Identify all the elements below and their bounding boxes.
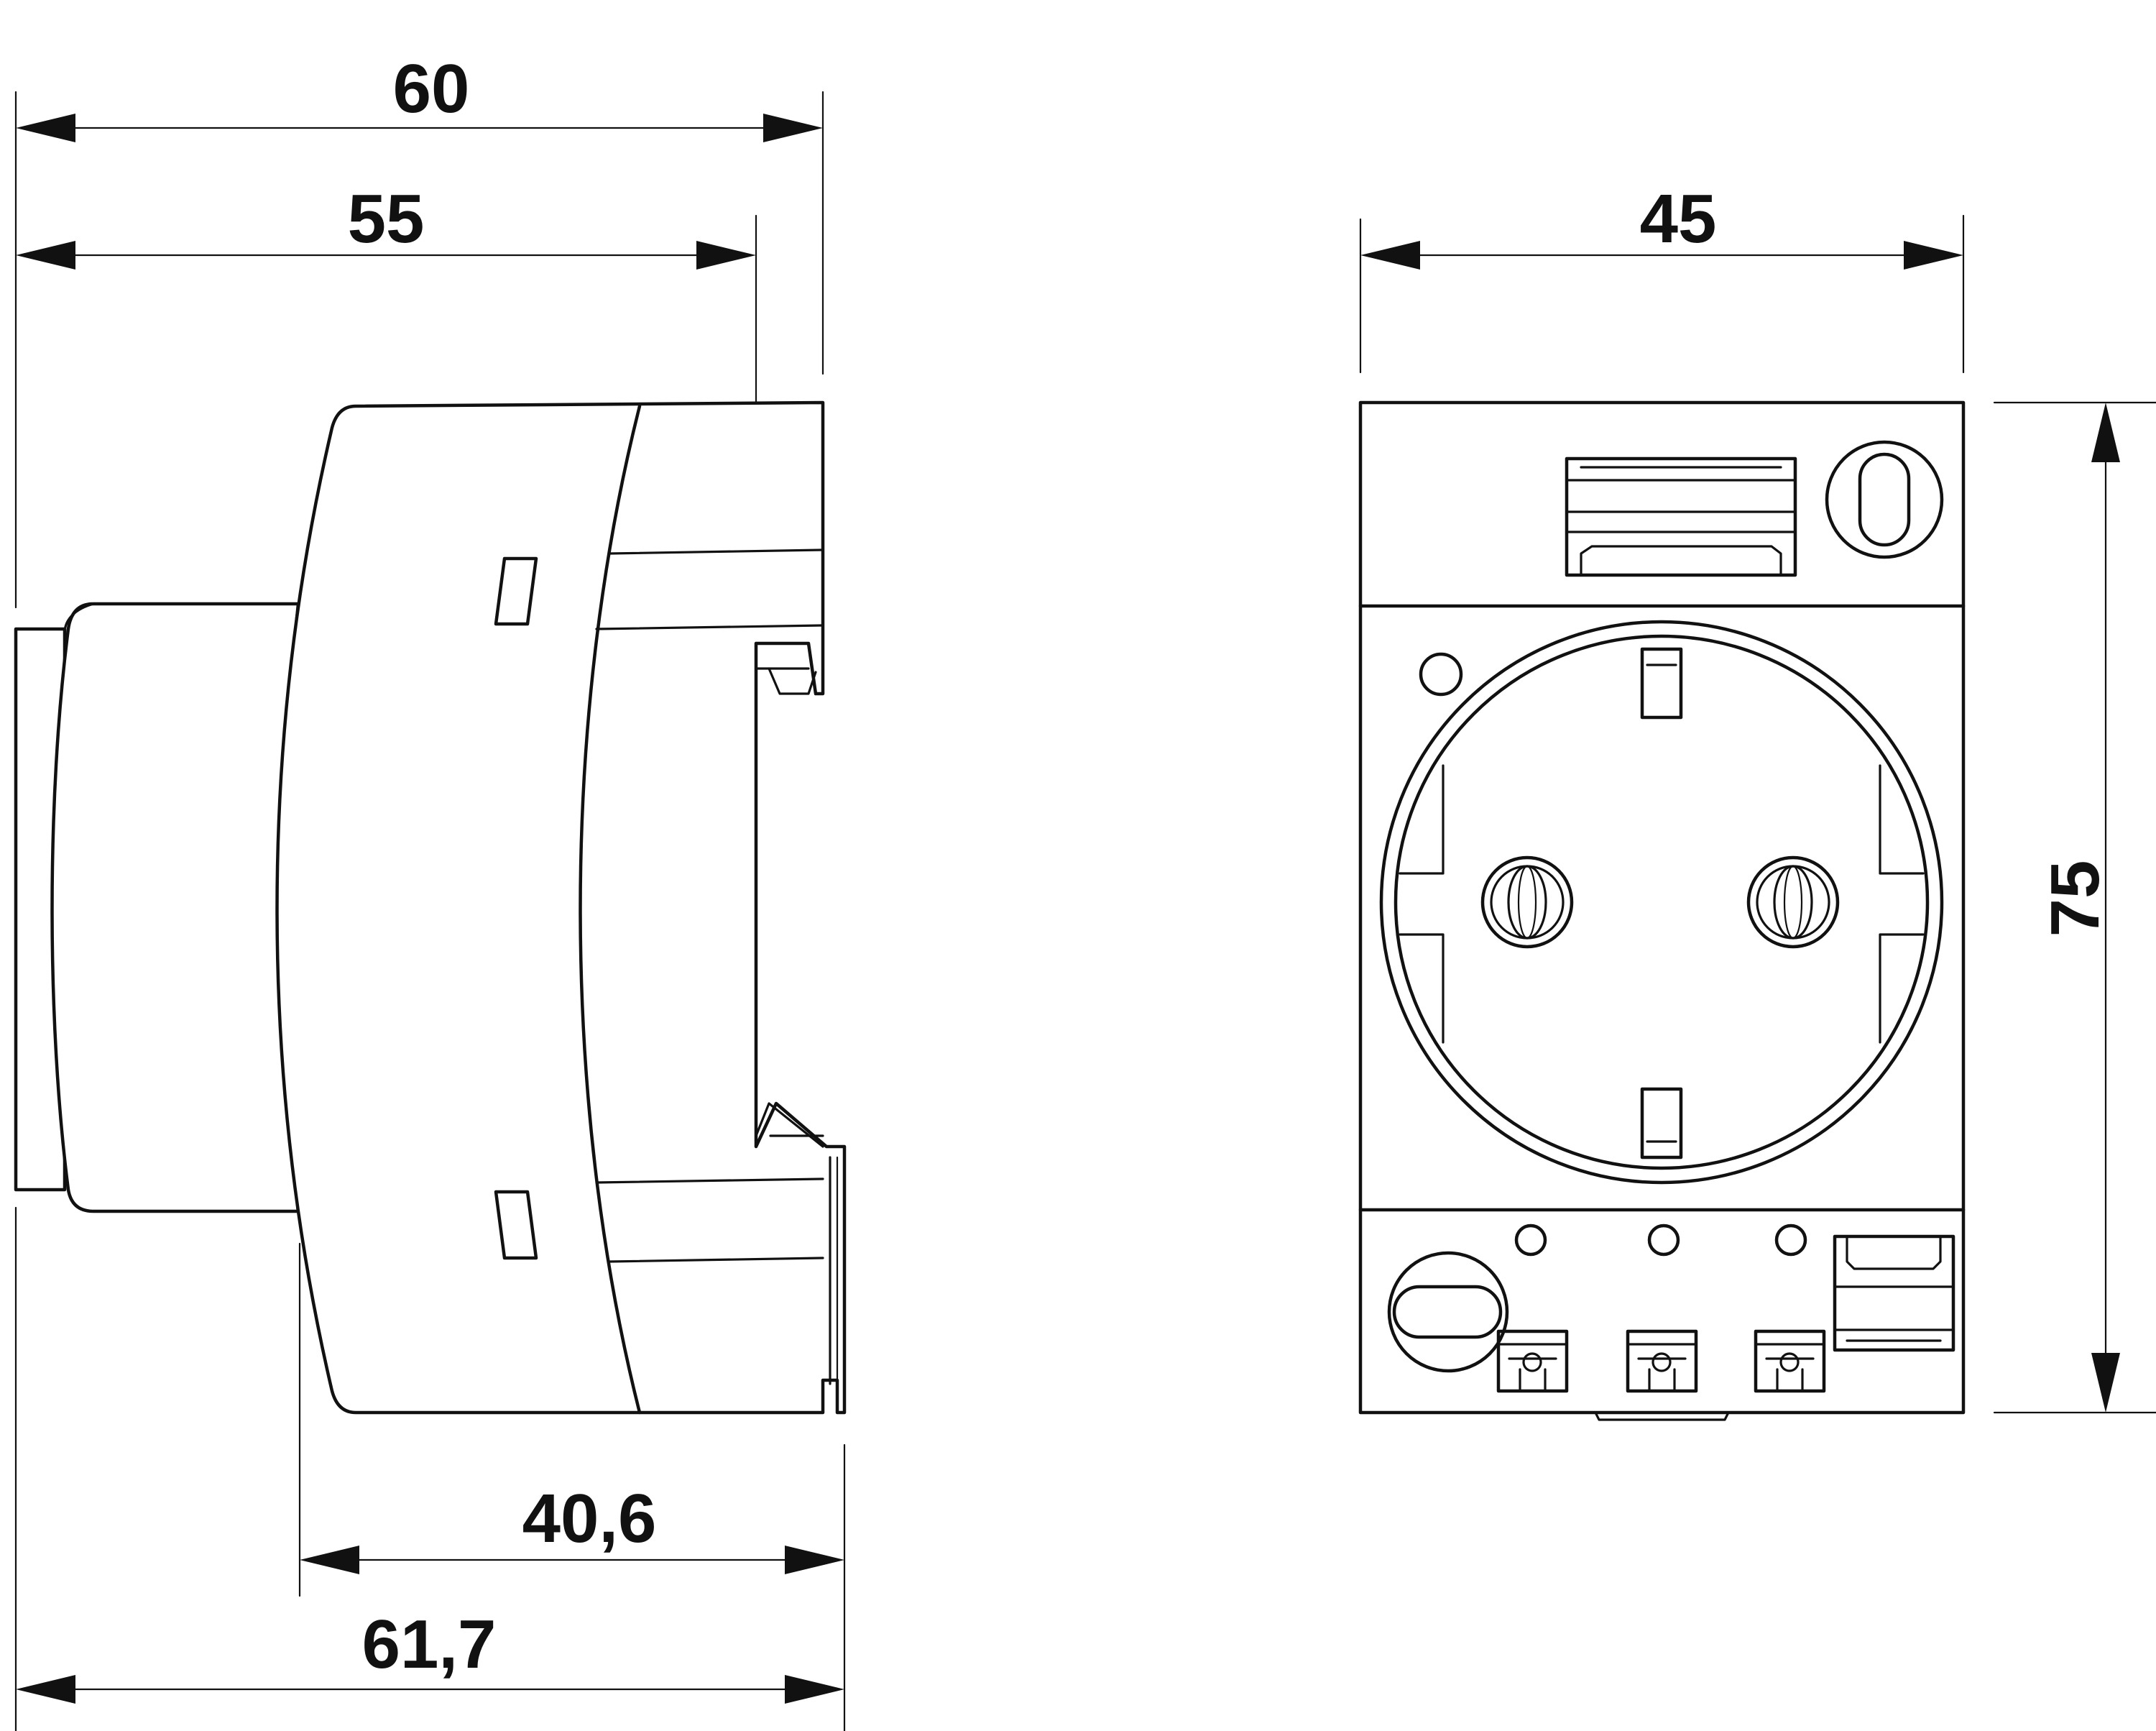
oval-indicator-bottom [1387,1251,1509,1373]
front-cap [14,602,300,1213]
terminal-block-2 [1626,1329,1698,1393]
dimension-40-6: 40,6 [300,1480,844,1574]
oval-indicator-top [1825,440,1944,559]
label-holder-top [1565,456,1797,577]
slot-lower [494,1190,538,1260]
dimension-label-60: 60 [393,50,470,127]
front-housing [1358,400,1966,1415]
test-point-1 [1514,1223,1547,1257]
terminal-block-1 [1496,1329,1569,1393]
main-housing [275,400,847,1415]
test-point-2 [1647,1223,1680,1257]
test-point-3 [1774,1223,1807,1257]
dimension-55: 55 [16,180,756,270]
dimension-45: 45 [1360,180,1963,270]
indicator-led [1419,652,1463,697]
schuko-socket [1379,620,1944,1185]
label-holder-bottom [1833,1234,1955,1352]
dimension-label-61-7: 61,7 [362,1606,497,1683]
dimension-60: 60 [16,50,823,142]
dimension-label-40-6: 40,6 [522,1480,657,1557]
dimension-75: 75 [2037,403,2120,1413]
front-view: 45 75 [1358,180,2156,1421]
side-view: 60 55 40,6 61,7 [14,50,847,1731]
slot-upper [494,556,538,626]
contact-hole-right [1746,855,1840,949]
terminal-block-3 [1754,1329,1826,1393]
dimension-61-7: 61,7 [16,1606,844,1704]
contact-hole-left [1480,855,1574,949]
dimension-label-55: 55 [348,180,425,257]
dimension-label-45: 45 [1640,180,1717,257]
dimension-label-75: 75 [2037,860,2114,937]
